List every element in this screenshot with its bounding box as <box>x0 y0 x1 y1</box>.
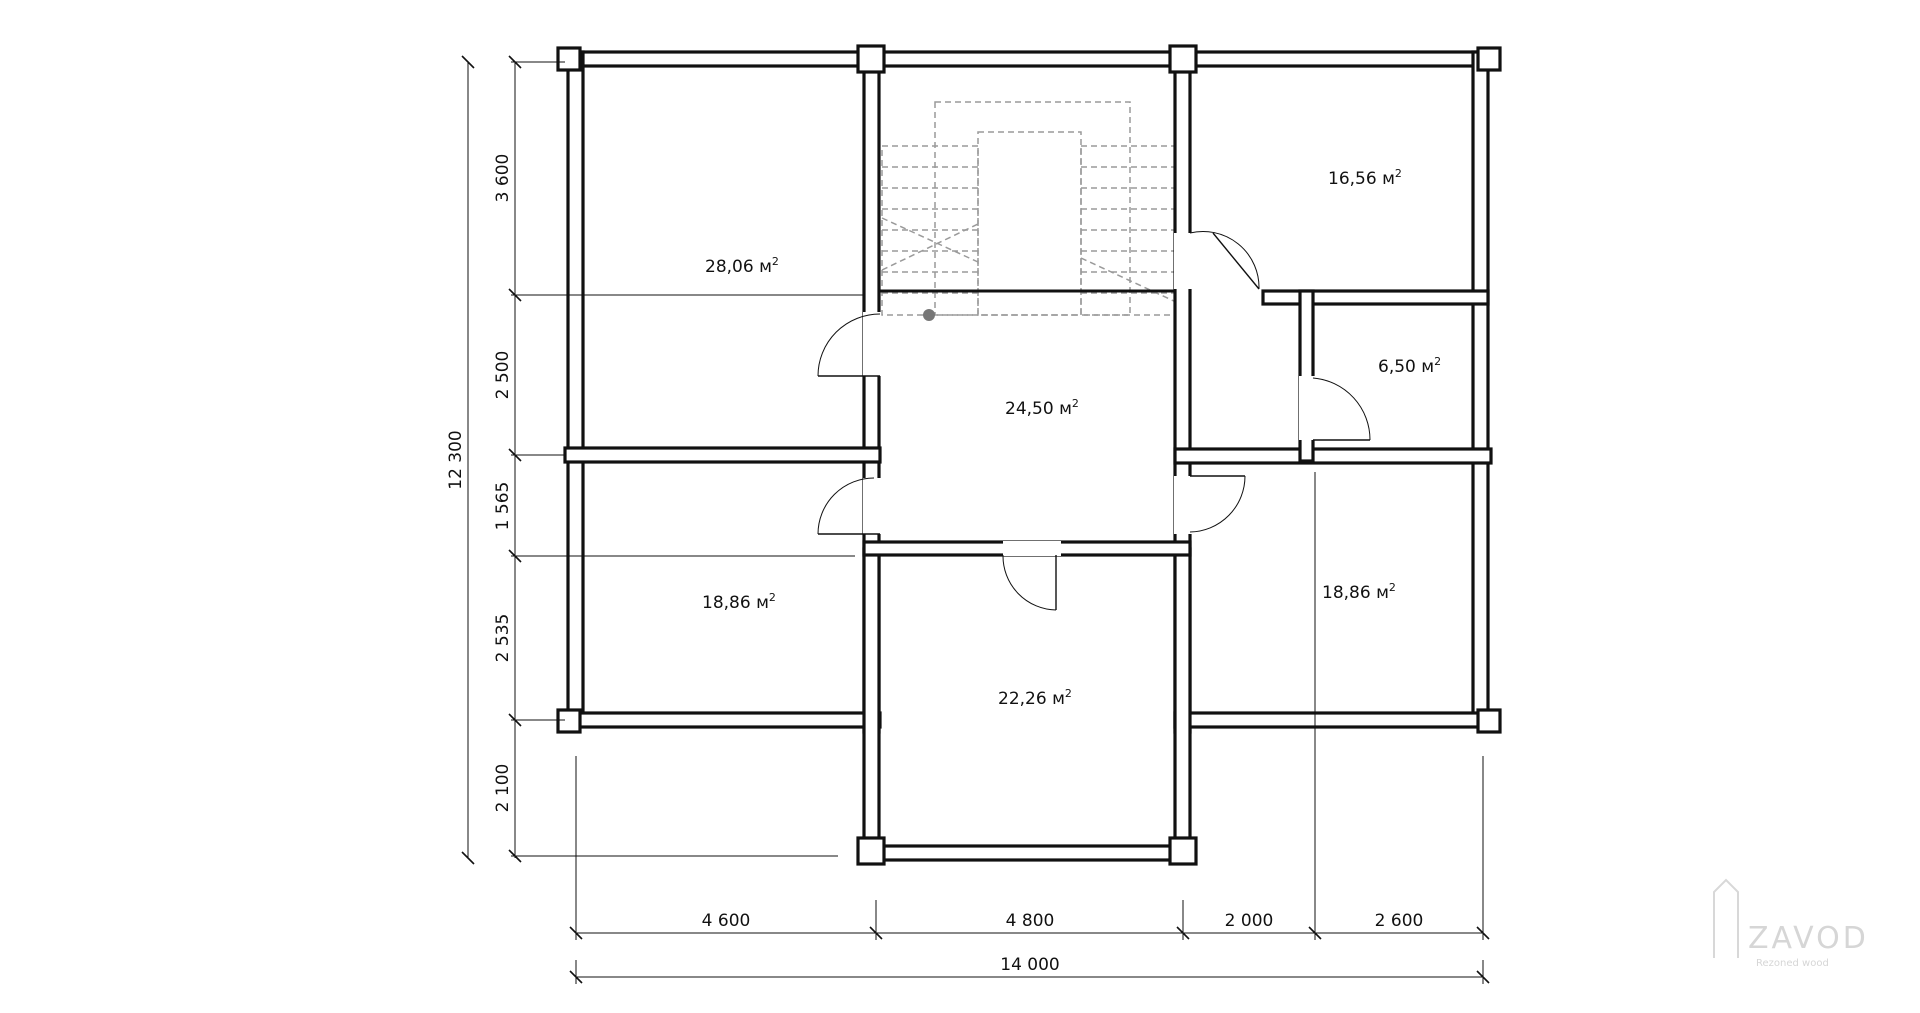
door-openings <box>863 233 1315 556</box>
doors <box>817 230 1371 611</box>
room-label-south: 22,26 м2 <box>998 687 1072 709</box>
room-label-hall: 24,50 м2 <box>1005 397 1079 419</box>
room-label-nw: 28,06 м2 <box>705 255 779 277</box>
dim-horizontal-3: 2 600 <box>1375 911 1424 931</box>
watermark-sub: Rezoned wood <box>1756 958 1829 969</box>
dim-vertical-2: 1 565 <box>493 482 513 531</box>
dim-vertical-4: 2 100 <box>493 764 513 813</box>
room-label-sw: 18,86 м2 <box>702 591 776 613</box>
dim-vertical-1: 2 500 <box>493 351 513 400</box>
room-label-se: 18,86 м2 <box>1322 581 1396 603</box>
room-labels: 28,06 м2 16,56 м2 6,50 м2 24,50 м2 18,86… <box>702 167 1441 709</box>
dimension-lines <box>461 55 1490 984</box>
dim-horizontal-2: 2 000 <box>1225 911 1274 931</box>
dim-horizontal-total: 14 000 <box>1000 955 1059 975</box>
dimension-labels: 12 300 3 600 2 500 1 565 2 535 2 100 4 6… <box>446 154 1423 975</box>
dim-vertical-3: 2 535 <box>493 614 513 663</box>
watermark-logo: ZAVOD Rezoned wood <box>1713 878 1869 969</box>
dim-horizontal-0: 4 600 <box>702 911 751 931</box>
dim-horizontal-1: 4 800 <box>1006 911 1055 931</box>
dim-vertical-total: 12 300 <box>446 430 466 489</box>
staircase <box>881 101 1177 321</box>
stair-direction-dot-icon <box>923 309 935 321</box>
walls <box>556 44 1502 866</box>
room-label-bath: 6,50 м2 <box>1378 355 1441 377</box>
watermark-brand: ZAVOD <box>1748 921 1869 956</box>
dim-vertical-0: 3 600 <box>493 154 513 203</box>
room-label-ne: 16,56 м2 <box>1328 167 1402 189</box>
